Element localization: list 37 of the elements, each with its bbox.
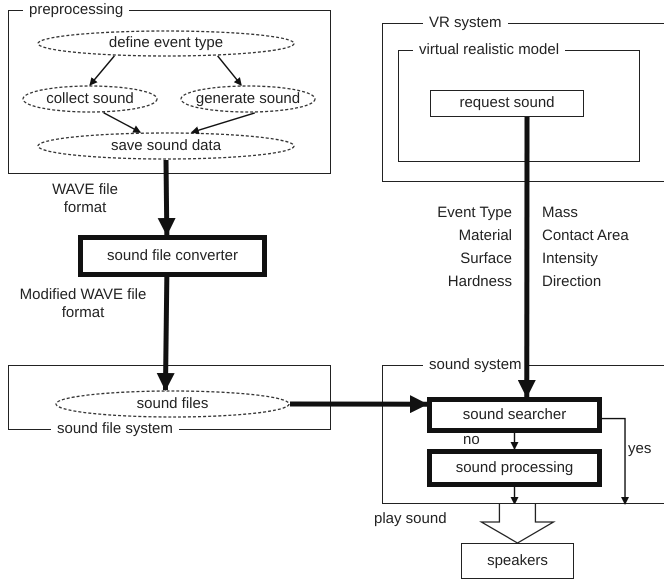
hollow-arrow <box>479 503 556 544</box>
arrow <box>217 55 242 86</box>
edge-label: yes <box>628 440 652 458</box>
edge-label: no <box>463 431 481 449</box>
process-box: sound searcher <box>427 397 602 433</box>
edge-label: WAVE file format <box>51 181 119 217</box>
parameter-label: Event Type <box>436 203 512 223</box>
arrow <box>290 395 428 414</box>
process-ellipse: generate sound <box>180 85 316 113</box>
process-ellipse: save sound data <box>37 132 295 160</box>
process-box: sound processing <box>427 449 602 487</box>
parameter-label: Material <box>458 226 512 246</box>
parameter-label: Surface <box>459 249 512 269</box>
parameter-label: Contact Area <box>542 226 629 246</box>
arrow <box>510 487 519 505</box>
process-box: sound file converter <box>78 235 267 277</box>
process-box: speakers <box>461 543 574 579</box>
arrow <box>510 433 518 450</box>
parameter-label: Intensity <box>542 249 598 269</box>
process-ellipse: define event type <box>37 30 295 57</box>
edge-label: Modified WAVE file format <box>18 286 148 322</box>
group-heading: sound file system <box>51 419 179 439</box>
arrow <box>190 112 255 134</box>
arrow <box>156 276 175 392</box>
group-heading: preprocessing <box>23 0 130 20</box>
process-ellipse: sound files <box>55 390 290 418</box>
edge-label: play sound <box>374 510 448 528</box>
arrow <box>89 55 115 86</box>
process-ellipse: collect sound <box>22 85 158 113</box>
arrow <box>602 418 630 505</box>
arrow <box>158 160 176 236</box>
parameter-label: Direction <box>542 272 602 292</box>
arrow <box>518 117 536 398</box>
parameter-label: Mass <box>542 203 578 223</box>
process-box: request sound <box>430 90 584 117</box>
arrow <box>103 112 142 133</box>
parameter-label: Hardness <box>446 272 512 292</box>
